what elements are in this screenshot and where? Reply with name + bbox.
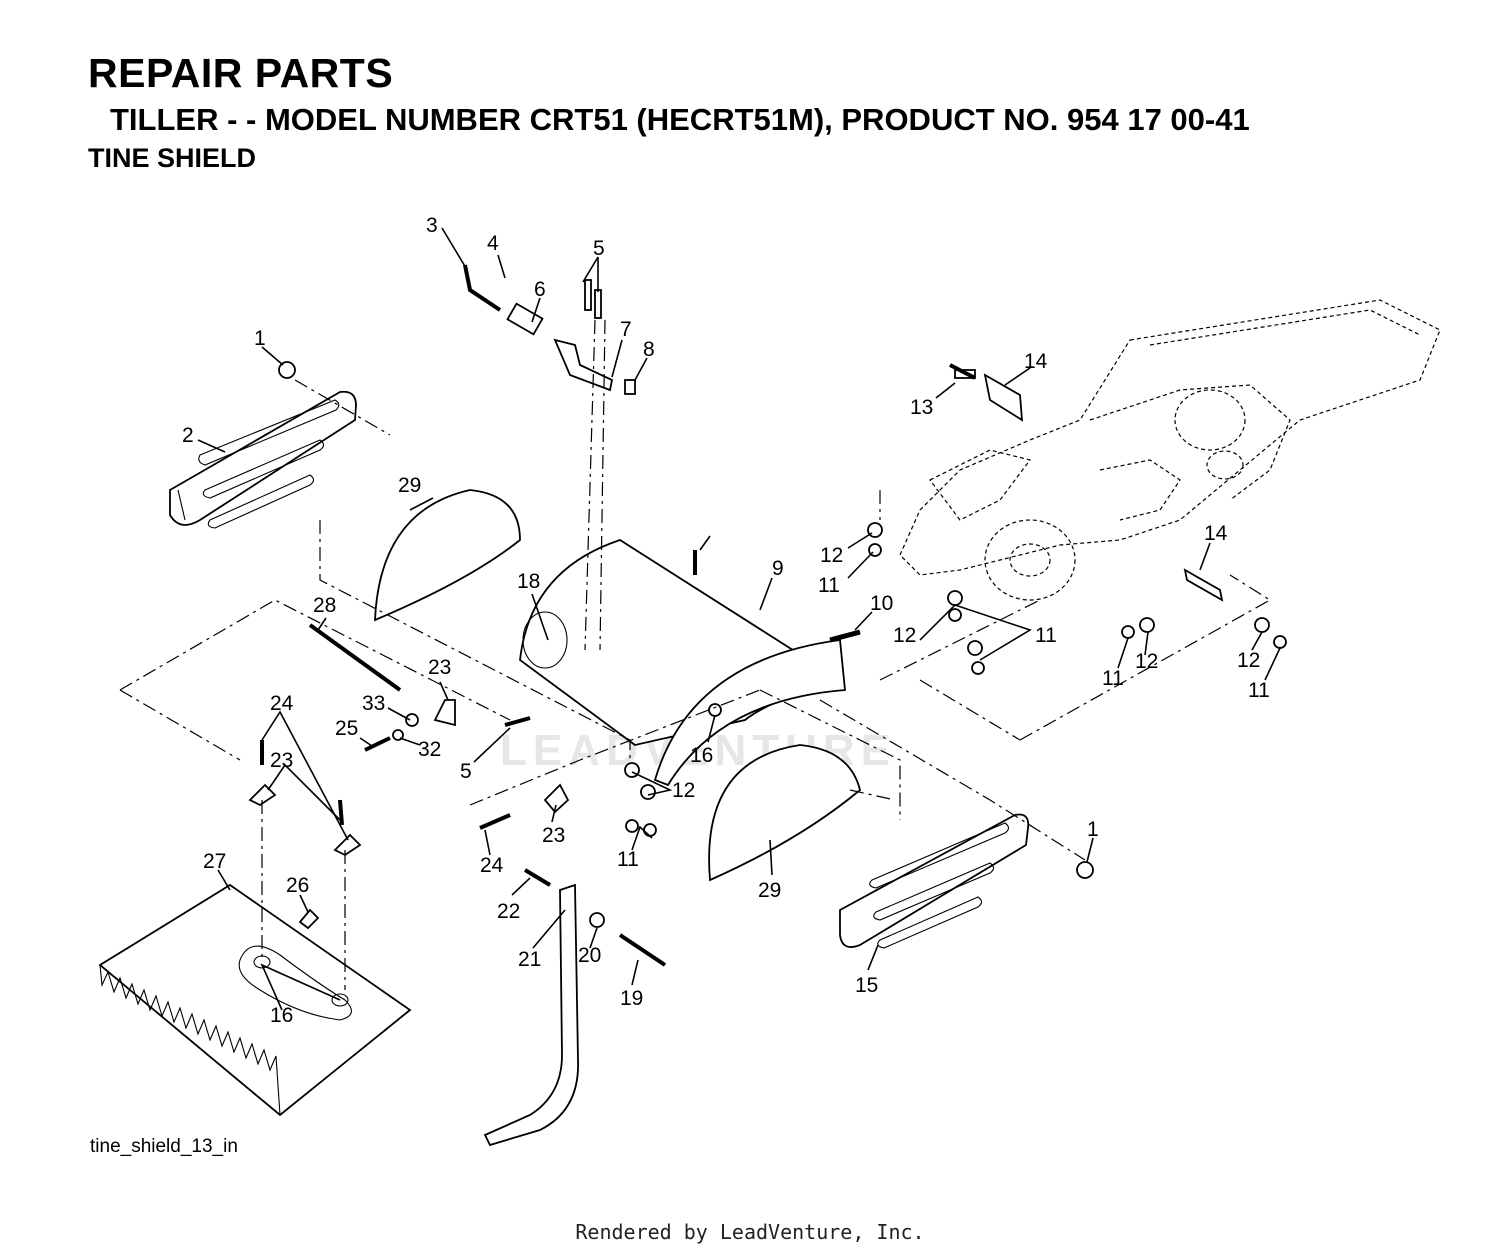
callout-10: 10 [870, 592, 893, 615]
callout-16: 16 [690, 744, 713, 767]
callout-23: 23 [428, 656, 451, 679]
leader-lines [197, 227, 1281, 1011]
callout-23b: 23 [270, 749, 293, 772]
inner-shield-left [374, 489, 521, 622]
callout-11c: 11 [1035, 624, 1057, 647]
callout-11b: 11 [617, 848, 639, 871]
side-plate-left [169, 390, 357, 529]
inner-shield-right [708, 744, 862, 882]
callout-5b: 5 [460, 760, 472, 783]
figure-id: tine_shield_13_in [90, 1136, 238, 1157]
callout-3: 3 [426, 214, 438, 237]
main-tine-shield [519, 539, 846, 787]
callout-23c: 23 [542, 824, 565, 847]
callout-6: 6 [534, 278, 546, 301]
page-title: REPAIR PARTS [88, 50, 394, 96]
callout-12c: 12 [893, 624, 916, 647]
callout-5: 5 [593, 237, 605, 260]
callout-12d: 12 [1135, 650, 1158, 673]
transmission-housing-phantom [899, 299, 1441, 601]
callout-18: 18 [517, 570, 540, 593]
callout-25: 25 [335, 717, 358, 740]
callout-27: 27 [203, 850, 226, 873]
center-lines [119, 319, 1272, 990]
callout-13: 13 [910, 396, 933, 419]
callout-12: 12 [820, 544, 843, 567]
callout-4: 4 [487, 232, 499, 255]
callout-21: 21 [518, 948, 541, 971]
callout-29b: 29 [758, 879, 781, 902]
callout-11d: 11 [1102, 667, 1124, 690]
hardware-parts [248, 264, 1287, 1007]
callout-15: 15 [855, 974, 878, 997]
callout-14: 14 [1024, 350, 1048, 373]
callout-2: 2 [182, 424, 194, 447]
depth-stake [483, 883, 579, 1147]
callout-1b: 1 [1087, 818, 1099, 841]
tine-deflector [98, 883, 412, 1117]
callout-32: 32 [418, 738, 441, 761]
callout-numbers: 1 2 3 4 5 6 7 8 13 14 29 12 11 9 10 18 2… [182, 214, 1270, 1027]
callout-24b: 24 [480, 854, 504, 877]
callout-29: 29 [398, 474, 421, 497]
callout-12b: 12 [672, 779, 695, 802]
callout-7: 7 [620, 318, 632, 341]
callout-22: 22 [497, 900, 520, 923]
callout-8: 8 [643, 338, 655, 361]
callout-12e: 12 [1237, 649, 1260, 672]
callout-11e: 11 [1248, 679, 1270, 702]
side-plate-right [839, 813, 1030, 949]
callout-16b: 16 [270, 1004, 293, 1027]
callout-26: 26 [286, 874, 309, 897]
callout-19: 19 [620, 987, 643, 1010]
callout-24: 24 [270, 692, 294, 715]
callout-14b: 14 [1204, 522, 1228, 545]
model-subtitle: TILLER - - MODEL NUMBER CRT51 (HECRT51M)… [110, 102, 1250, 137]
callout-33: 33 [362, 692, 385, 715]
callout-1: 1 [254, 327, 266, 350]
callout-28: 28 [313, 594, 336, 617]
footer-credit: Rendered by LeadVenture, Inc. [575, 1220, 925, 1244]
section-title: TINE SHIELD [88, 143, 257, 173]
callout-9: 9 [772, 557, 784, 580]
callout-20: 20 [578, 944, 601, 967]
callout-11: 11 [818, 574, 840, 597]
